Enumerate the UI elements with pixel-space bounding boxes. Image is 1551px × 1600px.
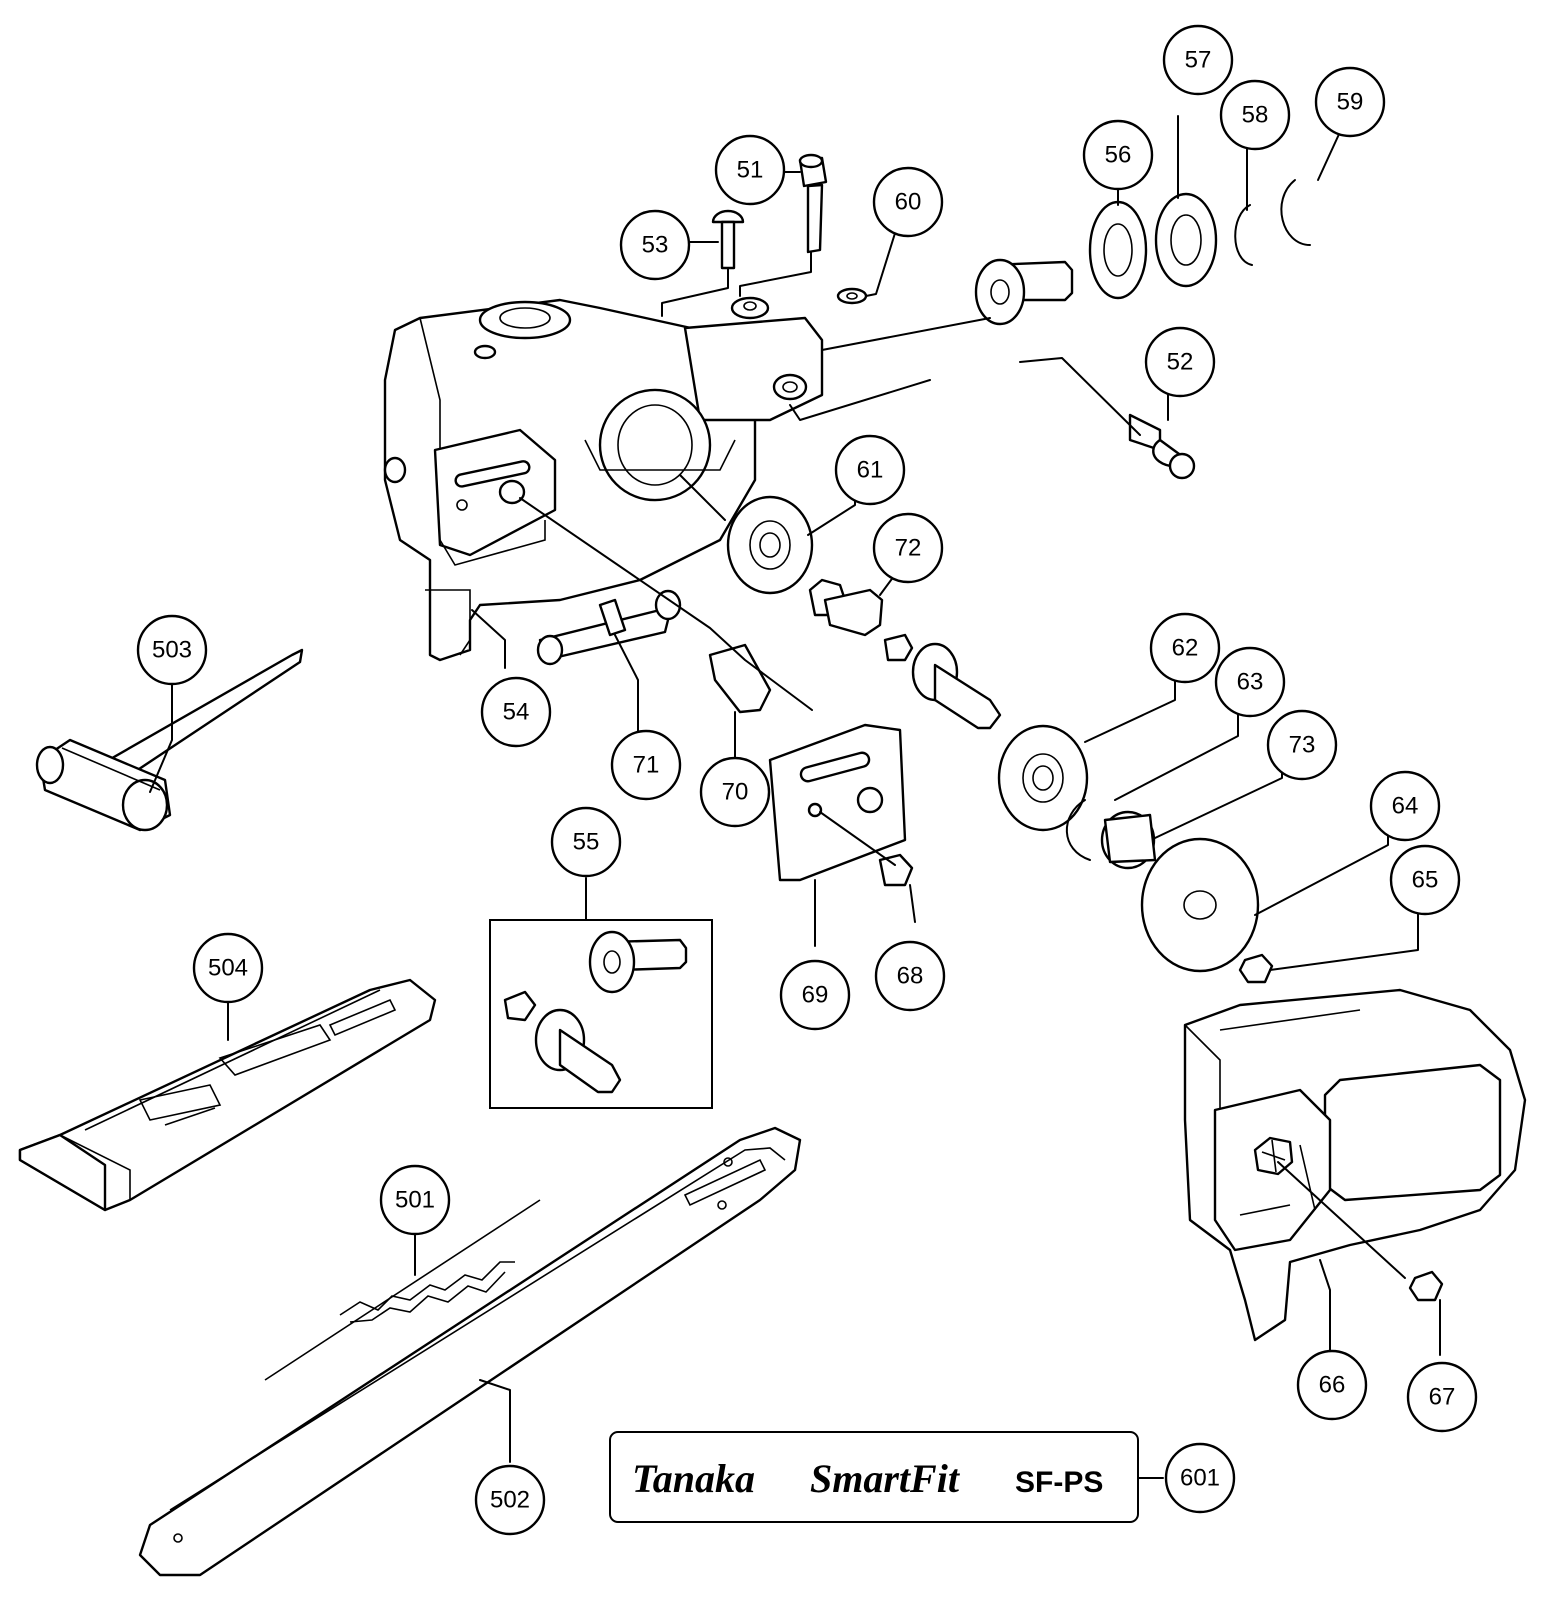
callout-601-label: 601 xyxy=(1180,1465,1220,1492)
callout-504: 504 xyxy=(192,932,264,1004)
callout-53-label: 53 xyxy=(642,232,669,259)
callout-59-label: 59 xyxy=(1337,89,1364,116)
callout-56: 56 xyxy=(1082,119,1154,191)
guide-bar xyxy=(138,1126,802,1577)
callout-504-label: 504 xyxy=(208,955,248,982)
sprocket-assembly xyxy=(726,495,1002,730)
callout-70-label: 70 xyxy=(722,779,749,806)
callout-57-label: 57 xyxy=(1185,47,1212,74)
callout-69-label: 69 xyxy=(802,982,829,1009)
gear-housing xyxy=(383,296,824,662)
callout-52-label: 52 xyxy=(1167,349,1194,376)
screws xyxy=(711,153,1196,480)
callout-58-label: 58 xyxy=(1242,102,1269,129)
decal-product: SmartFit xyxy=(810,1456,961,1501)
callout-63-label: 63 xyxy=(1237,669,1264,696)
callout-68-label: 68 xyxy=(897,963,924,990)
callout-62: 62 xyxy=(1149,612,1221,684)
callout-67-label: 67 xyxy=(1429,1384,1456,1411)
scrench-tool xyxy=(35,648,304,832)
side-cover xyxy=(1183,988,1527,1342)
callout-65: 65 xyxy=(1389,844,1461,916)
decal-601: Tanaka SmartFit SF-PS xyxy=(609,1431,1139,1523)
callout-52: 52 xyxy=(1144,326,1216,398)
callout-53: 53 xyxy=(619,209,691,281)
decal-brand: Tanaka xyxy=(632,1456,755,1501)
callout-55: 55 xyxy=(550,806,622,878)
callout-503-label: 503 xyxy=(152,637,192,664)
callout-69: 69 xyxy=(779,959,851,1031)
shaft-assembly-upper xyxy=(974,179,1311,326)
callout-62-label: 62 xyxy=(1172,635,1199,662)
callout-71-label: 71 xyxy=(633,752,660,779)
callout-64-label: 64 xyxy=(1392,793,1419,820)
callout-57: 57 xyxy=(1162,24,1234,96)
callout-61: 61 xyxy=(834,434,906,506)
callout-51: 51 xyxy=(714,134,786,206)
callout-502-label: 502 xyxy=(490,1487,530,1514)
callout-64: 64 xyxy=(1369,770,1441,842)
callout-61-label: 61 xyxy=(857,457,884,484)
callout-65-label: 65 xyxy=(1412,867,1439,894)
callout-63: 63 xyxy=(1214,646,1286,718)
callout-60-label: 60 xyxy=(895,189,922,216)
callout-60: 60 xyxy=(872,166,944,238)
callout-72: 72 xyxy=(872,512,944,584)
callout-54-label: 54 xyxy=(503,699,530,726)
clutch-assembly xyxy=(997,724,1444,1302)
callout-54: 54 xyxy=(480,676,552,748)
callout-59: 59 xyxy=(1314,66,1386,138)
callout-73-label: 73 xyxy=(1289,732,1316,759)
callout-66-label: 66 xyxy=(1319,1372,1346,1399)
callout-56-label: 56 xyxy=(1105,142,1132,169)
callout-503: 503 xyxy=(136,614,208,686)
callout-70: 70 xyxy=(699,756,771,828)
callout-601: 601 xyxy=(1164,1442,1236,1514)
kit-55-box xyxy=(489,919,713,1109)
callout-72-label: 72 xyxy=(895,535,922,562)
callout-58: 58 xyxy=(1219,79,1291,151)
bar-scabbard xyxy=(18,978,437,1212)
callout-501: 501 xyxy=(379,1164,451,1236)
callout-71: 71 xyxy=(610,729,682,801)
tensioner-parts xyxy=(536,589,914,887)
callout-502: 502 xyxy=(474,1464,546,1536)
callout-51-label: 51 xyxy=(737,157,764,184)
callout-66: 66 xyxy=(1296,1349,1368,1421)
callout-501-label: 501 xyxy=(395,1187,435,1214)
callout-73: 73 xyxy=(1266,709,1338,781)
callout-67: 67 xyxy=(1406,1361,1478,1433)
callout-55-label: 55 xyxy=(573,829,600,856)
decal-model: SF-PS xyxy=(1015,1466,1103,1499)
callout-68: 68 xyxy=(874,940,946,1012)
